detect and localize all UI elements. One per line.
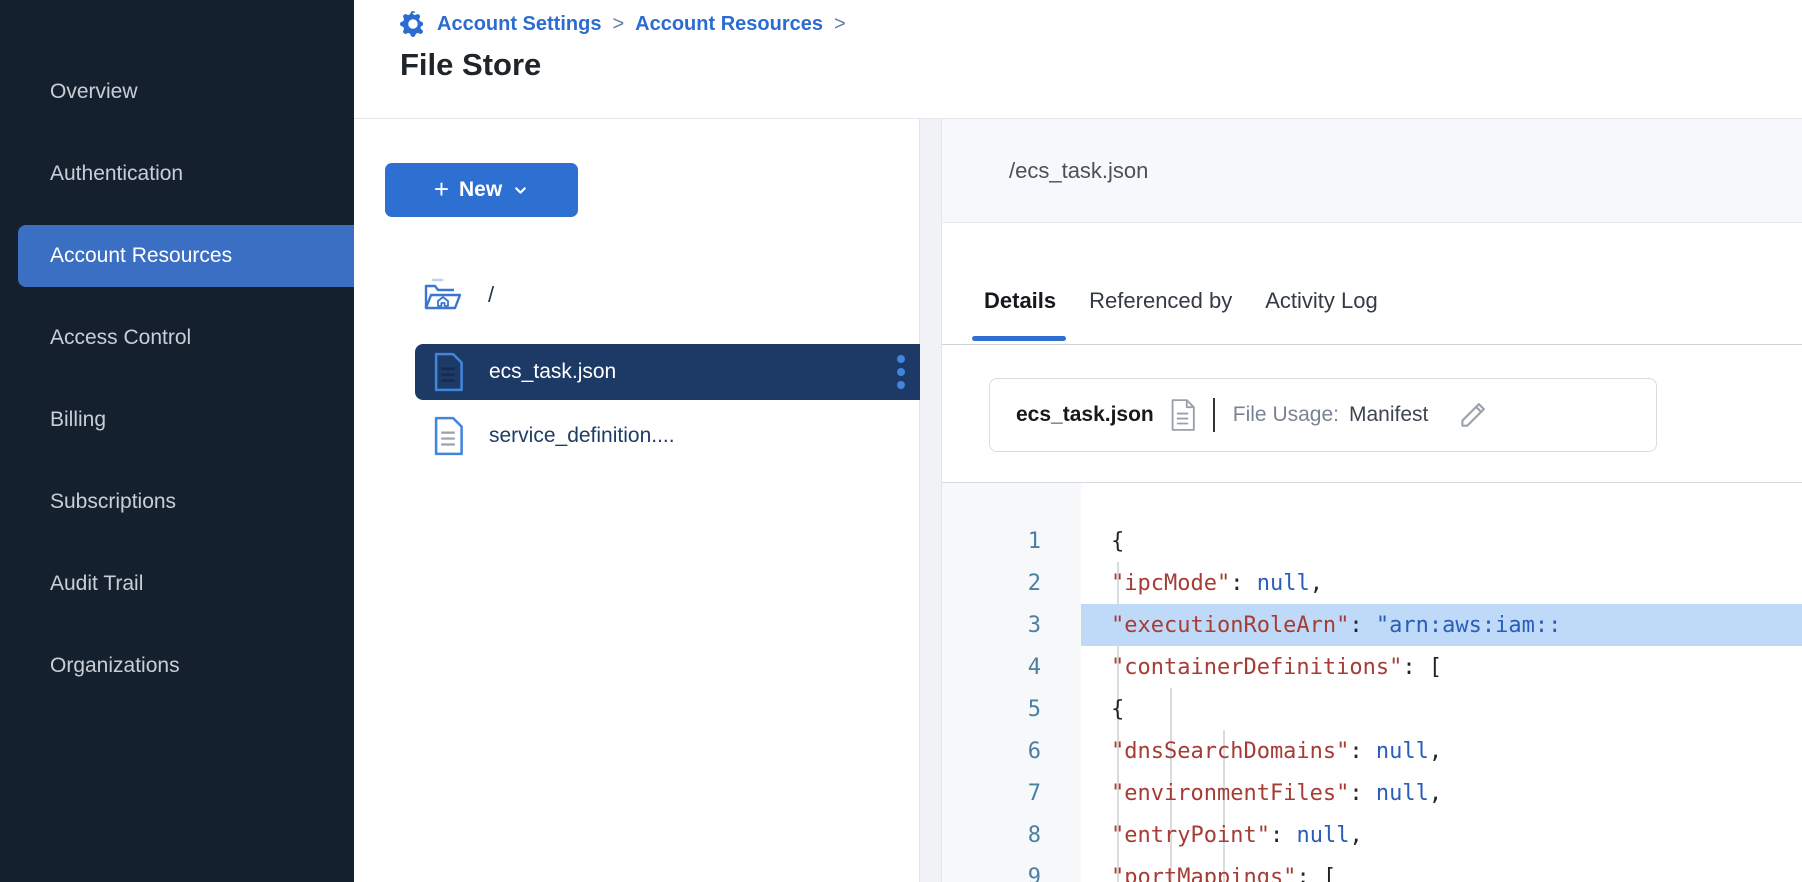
root-folder-label: / [488, 282, 495, 307]
breadcrumb-link-account-settings[interactable]: Account Settings [437, 12, 602, 35]
breadcrumb-separator: > [833, 12, 846, 35]
file-usage-box: ecs_task.json File Usage: Manifest [989, 378, 1657, 452]
document-icon [1171, 399, 1195, 431]
code-line: 8 "entryPoint": null, [942, 814, 1802, 856]
file-usage-label: File Usage: [1232, 403, 1339, 426]
sidebar-item-authentication[interactable]: Authentication [50, 162, 184, 185]
line-number: 6 [1027, 738, 1041, 764]
chevron-down-icon [515, 186, 526, 194]
file-name: ecs_task.json [1016, 403, 1154, 426]
code-viewer[interactable]: 1{2 "ipcMode": null,3 "executionRoleArn"… [942, 482, 1802, 882]
sidebar-item-subscriptions[interactable]: Subscriptions [50, 490, 177, 513]
home-folder-icon [424, 278, 462, 310]
indent-guide [1117, 562, 1119, 882]
page-header: Account Settings > Account Resources > F… [354, 0, 1802, 119]
file-row-ecs-task-json[interactable]: ecs_task.json [415, 344, 945, 400]
file-store-tree-panel: + New / ecs_task.json service_definition… [354, 119, 945, 882]
divider [1212, 398, 1215, 432]
edit-file-usage-button[interactable] [1458, 400, 1488, 430]
tab-referenced-by[interactable]: Referenced by [1089, 288, 1233, 313]
breadcrumb-separator: > [612, 12, 625, 35]
line-number: 9 [1027, 864, 1041, 882]
code-line: 1{ [942, 520, 1802, 562]
file-usage-value: Manifest [1348, 403, 1429, 426]
line-number: 8 [1027, 822, 1041, 848]
kebab-menu-icon[interactable] [897, 355, 905, 389]
sidebar-item-overview[interactable]: Overview [50, 80, 138, 103]
sidebar-item-account-resources[interactable]: Account Resources [18, 225, 354, 287]
code-line: 2 "ipcMode": null, [942, 562, 1802, 604]
gear-icon [400, 11, 426, 37]
root-folder-row[interactable]: / [420, 264, 494, 326]
file-row-label: service_definition.... [489, 424, 675, 447]
sidebar-item-billing[interactable]: Billing [50, 408, 107, 431]
tab-activity-log[interactable]: Activity Log [1265, 288, 1378, 313]
indent-guide [1170, 688, 1172, 882]
new-button[interactable]: + New [385, 163, 578, 217]
file-icon [434, 352, 463, 392]
line-number: 4 [1027, 654, 1041, 680]
detail-tabs: Details Referenced by Activity Log [942, 223, 1802, 345]
code-line: 5 { [942, 688, 1802, 730]
new-button-label: New [459, 178, 503, 201]
file-row-label: ecs_task.json [489, 360, 617, 383]
code-line: 3 "executionRoleArn": "arn:aws:iam:: [942, 604, 1802, 646]
code-line: 6 "dnsSearchDomains": null, [942, 730, 1802, 772]
line-number: 2 [1027, 570, 1041, 596]
file-row-service-definition[interactable]: service_definition.... [415, 408, 945, 464]
sidebar-item-access-control[interactable]: Access Control [50, 326, 192, 349]
code-line: 9 "portMappings": [ [942, 856, 1802, 882]
file-path-bar: /ecs_task.json [942, 119, 1802, 223]
tab-details[interactable]: Details [971, 288, 1067, 341]
line-number: 1 [1027, 528, 1041, 554]
sidebar-item-organizations[interactable]: Organizations [50, 654, 180, 677]
panel-splitter[interactable] [920, 119, 941, 882]
breadcrumb-link-account-resources[interactable]: Account Resources [635, 12, 823, 35]
pencil-icon [1461, 403, 1486, 427]
file-path: /ecs_task.json [1009, 157, 1149, 183]
line-number: 3 [1027, 612, 1041, 638]
line-number: 5 [1027, 696, 1041, 722]
breadcrumb: Account Settings > Account Resources > [400, 11, 846, 37]
indent-guide [1223, 730, 1225, 882]
line-number: 7 [1027, 780, 1041, 806]
sidebar-item-audit-trail[interactable]: Audit Trail [50, 572, 144, 595]
code-line: 4 "containerDefinitions": [ [942, 646, 1802, 688]
file-icon [434, 416, 463, 456]
code-lines: 1{2 "ipcMode": null,3 "executionRoleArn"… [942, 520, 1802, 882]
plus-icon: + [433, 174, 449, 204]
file-detail-panel: /ecs_task.json Details Referenced by Activ… [941, 119, 1802, 882]
code-line: 7 "environmentFiles": null, [942, 772, 1802, 814]
page-title: File Store [400, 47, 542, 82]
file-list: ecs_task.json service_definition.... [415, 344, 945, 472]
